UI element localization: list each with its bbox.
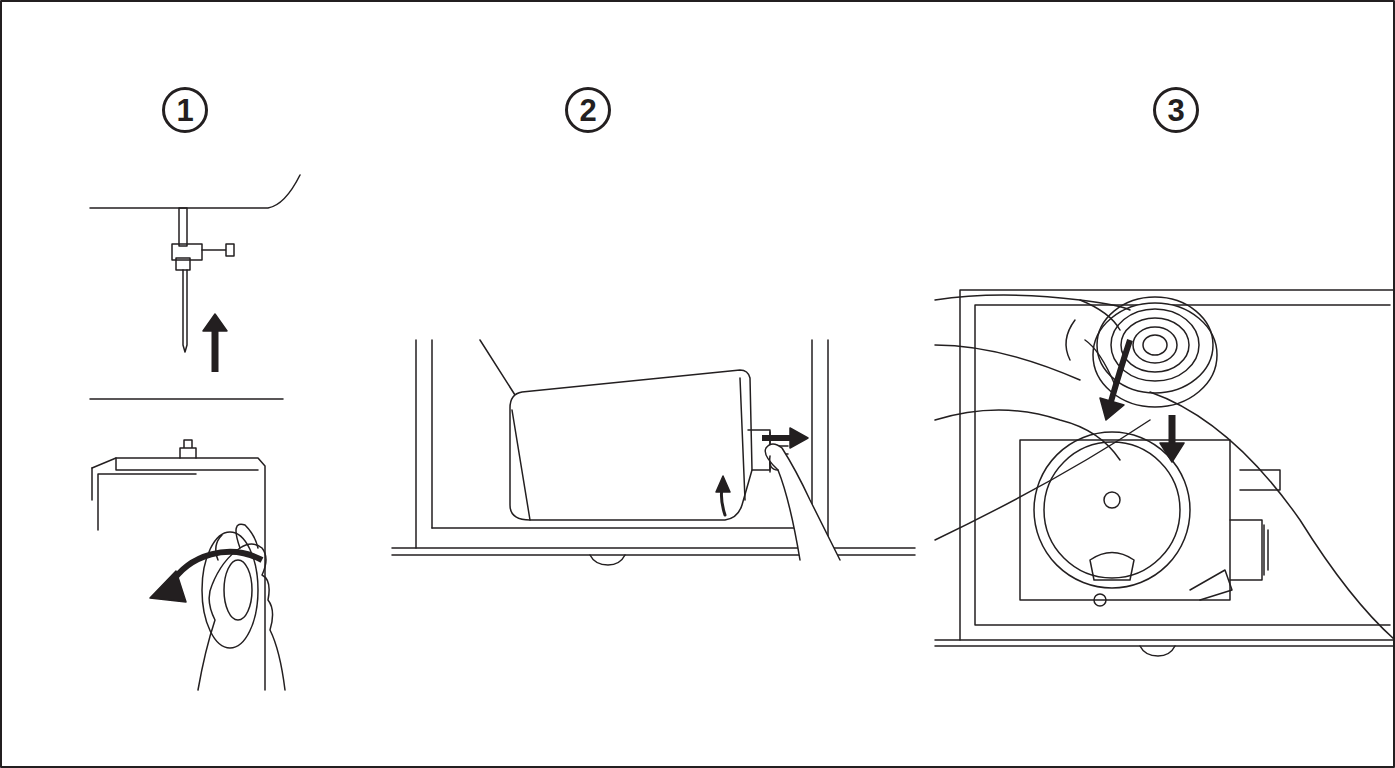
step-number-circle: 1: [162, 87, 208, 133]
bobbin-insert-drawing: [935, 290, 1395, 656]
step-number-circle: 3: [1153, 87, 1199, 133]
step-number-circle: 2: [565, 87, 611, 133]
handwheel-drawing: [92, 440, 285, 690]
divider: [90, 398, 283, 400]
callout-number: 3: [1153, 87, 1199, 133]
callout-number: 1: [162, 87, 208, 133]
needle-head-drawing: [90, 175, 300, 372]
callout-number: 2: [565, 87, 611, 133]
bobbin-cover-drawing: [392, 340, 915, 565]
